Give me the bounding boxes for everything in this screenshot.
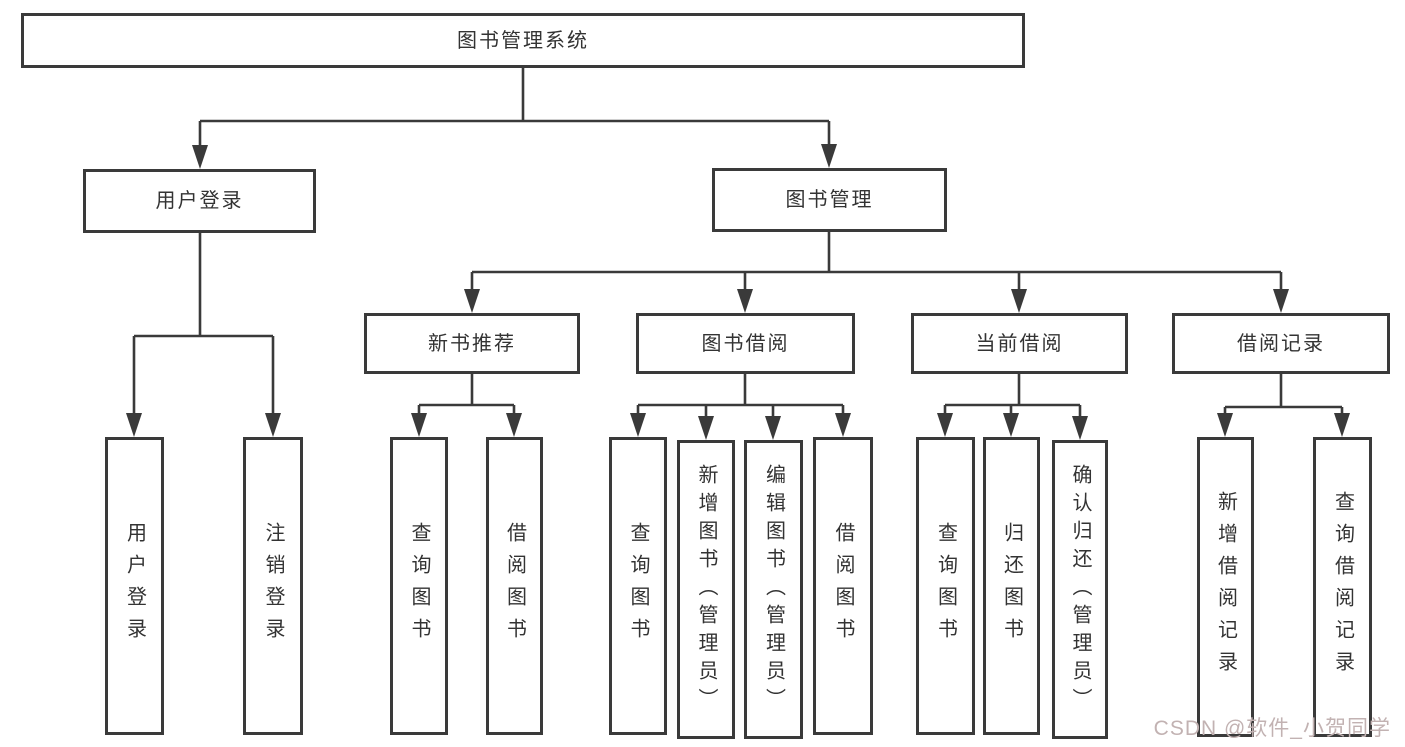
arrowhead — [765, 416, 781, 440]
connector — [1223, 374, 1344, 430]
arrowhead — [937, 413, 953, 437]
node-user-login: 用户登录 — [83, 169, 316, 233]
leaf-user-login: 用户登录 — [105, 437, 164, 735]
arrowhead — [411, 413, 427, 437]
arrowhead — [1273, 289, 1289, 313]
leaf-borrow-books-borrowing: 借阅图书 — [813, 437, 873, 735]
arrowhead — [126, 413, 142, 437]
arrowhead — [1072, 416, 1088, 440]
leaf-edit-books-admin: 编辑图书（管理员） — [744, 440, 803, 739]
arrowhead — [265, 413, 281, 437]
arrowhead — [698, 416, 714, 440]
arrowhead — [835, 413, 851, 437]
leaf-add-books-admin: 新增图书（管理员） — [677, 440, 735, 739]
node-root: 图书管理系统 — [21, 13, 1025, 68]
connector — [636, 374, 845, 433]
leaf-logout: 注销登录 — [243, 437, 303, 735]
arrowhead — [1003, 413, 1019, 437]
node-new-book-recommendation: 新书推荐 — [364, 313, 580, 374]
leaf-add-borrow-record: 新增借阅记录 — [1197, 437, 1254, 737]
leaf-query-books-recommend: 查询图书 — [390, 437, 448, 735]
connector — [132, 233, 275, 430]
node-current-borrowing: 当前借阅 — [911, 313, 1128, 374]
arrowhead — [630, 413, 646, 437]
arrowhead — [1334, 413, 1350, 437]
arrowhead — [1011, 289, 1027, 313]
arrowhead — [192, 145, 208, 169]
arrowhead — [737, 289, 753, 313]
connector — [417, 374, 516, 430]
leaf-return-books: 归还图书 — [983, 437, 1040, 735]
node-borrowing-records: 借阅记录 — [1172, 313, 1390, 374]
watermark: CSDN @软件_小贺同学 — [1153, 717, 1391, 740]
leaf-query-borrow-record: 查询借阅记录 — [1313, 437, 1372, 737]
node-book-management: 图书管理 — [712, 168, 947, 232]
arrowhead — [506, 413, 522, 437]
arrowhead — [1217, 413, 1233, 437]
leaf-confirm-return-admin: 确认归还（管理员） — [1052, 440, 1108, 739]
connector — [470, 232, 1283, 306]
connector — [198, 68, 831, 162]
leaf-query-books-borrowing: 查询图书 — [609, 437, 667, 735]
arrowhead — [821, 144, 837, 168]
arrowhead — [464, 289, 480, 313]
leaf-query-books-current: 查询图书 — [916, 437, 975, 735]
node-book-borrowing: 图书借阅 — [636, 313, 855, 374]
leaf-borrow-books-recommend: 借阅图书 — [486, 437, 543, 735]
